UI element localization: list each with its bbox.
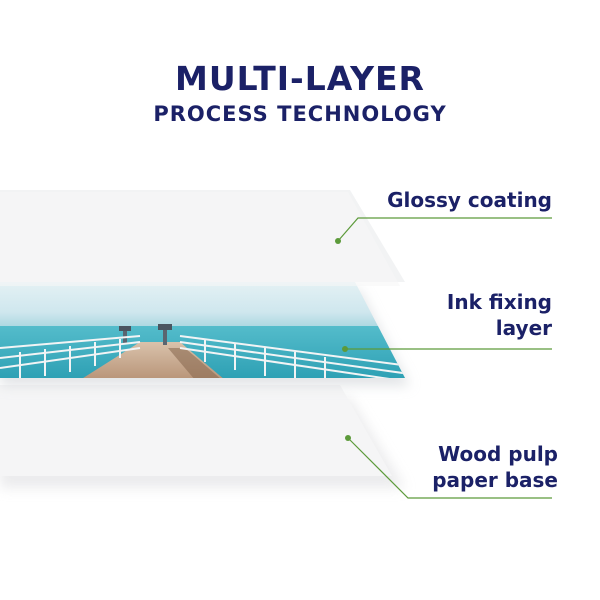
label-ink-line2: layer (495, 316, 552, 340)
leader-base-dot (345, 435, 351, 441)
leader-lines (335, 217, 552, 499)
label-glossy-line1: Glossy coating (387, 188, 552, 212)
label-ink-line1: Ink fixing (446, 290, 552, 314)
label-base-line1: Wood pulp (438, 442, 558, 466)
page-subtitle: PROCESS TECHNOLOGY (153, 102, 447, 126)
ink-layer-sheet (0, 282, 410, 386)
page-title: MULTI-LAYER (175, 59, 425, 98)
leader-glossy (337, 217, 552, 242)
title-block: MULTI-LAYER PROCESS TECHNOLOGY (0, 60, 600, 128)
label-glossy-coating: Glossy coating (332, 187, 552, 213)
glossy-coating-sheet (0, 190, 405, 286)
paper-base-sheet (0, 385, 405, 488)
leader-glossy-dot (335, 238, 341, 244)
label-wood-pulp-paper-base: Wood pulp paper base (338, 441, 558, 493)
leader-base (347, 437, 552, 499)
pier-photo (0, 282, 405, 378)
label-base-line2: paper base (432, 468, 558, 492)
label-ink-fixing-layer: Ink fixing layer (332, 289, 552, 341)
leader-ink-dot (342, 346, 348, 352)
